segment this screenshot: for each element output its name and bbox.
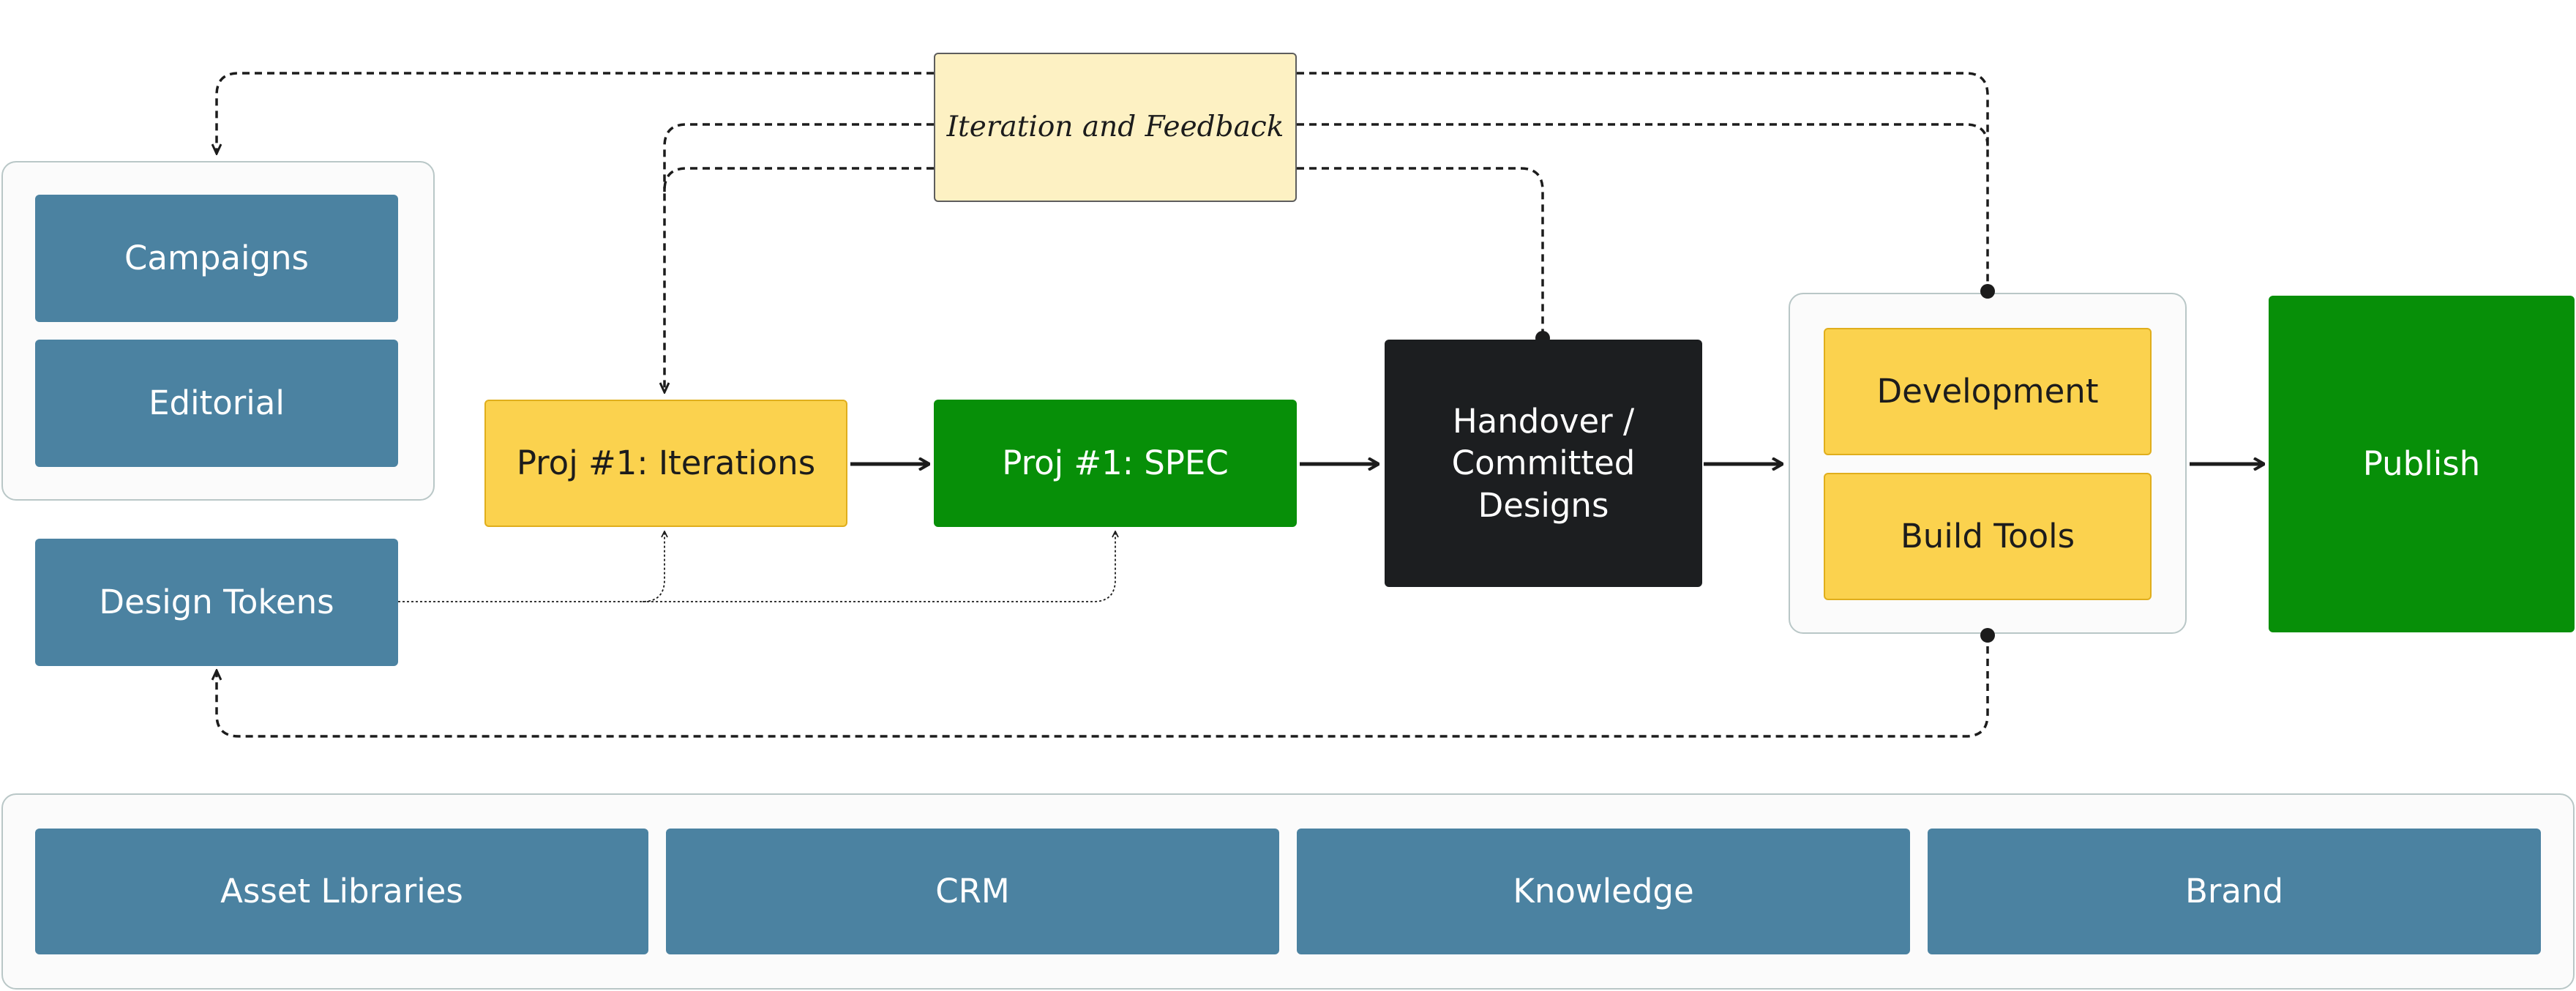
campaigns-node: Campaigns [35, 195, 398, 322]
design-tokens-node: Design Tokens [35, 539, 398, 666]
feedback-loop-note-to-iterations-lower [664, 167, 934, 392]
resource-crm: CRM [666, 829, 1279, 954]
feedback-loop-dev-to-design-tokens [217, 634, 1989, 738]
feedback-loop-handover-to-note [1297, 167, 1544, 337]
iterations-node: Proj #1: Iterations [484, 400, 847, 527]
feedback-loop-note-to-iterations-upper [663, 123, 934, 192]
feedback-loop-dev-to-note-top [1297, 72, 1989, 293]
resource-asset-libraries: Asset Libraries [35, 829, 648, 954]
token-link-to-iterations [398, 531, 664, 602]
feedback-loop-dev-to-note-mid [1297, 123, 1989, 147]
anchor-dot-dev-top [1980, 284, 1995, 299]
resource-brand: Brand [1928, 829, 2541, 954]
anchor-dot-dev-bottom [1980, 628, 1995, 643]
handover-node: Handover / Committed Designs [1385, 340, 1702, 587]
feedback-loop-to-content-sources [217, 72, 934, 154]
resource-knowledge: Knowledge [1297, 829, 1910, 954]
editorial-node: Editorial [35, 340, 398, 467]
iteration-feedback-note: Iteration and Feedback [934, 53, 1297, 202]
token-link-to-spec [643, 531, 1115, 602]
development-node: Development [1824, 328, 2152, 455]
spec-node: Proj #1: SPEC [934, 400, 1297, 527]
publish-node: Publish [2269, 296, 2575, 632]
build-tools-node: Build Tools [1824, 473, 2152, 600]
